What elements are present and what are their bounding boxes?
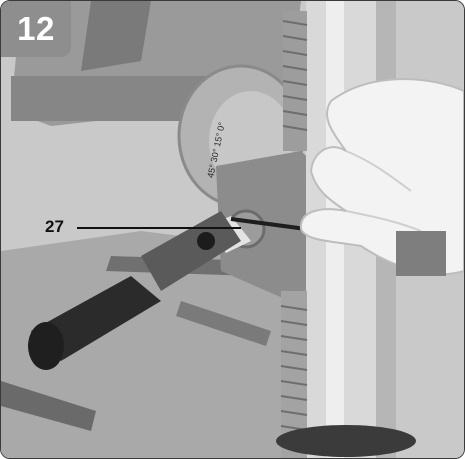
handle-grip-end [28, 322, 64, 370]
callout-leader-line [77, 227, 241, 229]
callout-label: 27 [45, 217, 64, 236]
handle-grip [31, 276, 161, 361]
scale-mark-0: 0° [215, 121, 227, 132]
base-slot-lower [1, 381, 96, 431]
handle-sleeve [141, 211, 241, 291]
right-bracket-block [396, 231, 446, 276]
base-plate [1, 231, 301, 458]
figure-number-badge: 12 [1, 1, 71, 57]
glove-finger-line-2 [345, 210, 422, 232]
scale-mark-45: 45° [205, 163, 218, 179]
column-base-ring [276, 425, 416, 457]
scale-mark-15: 15° [212, 132, 225, 148]
gloved-hand [299, 78, 464, 276]
hex-key [230, 217, 307, 231]
table-slot [81, 1, 151, 71]
figure-number: 12 [17, 10, 55, 47]
handle-sleeve-hole [197, 232, 215, 250]
glove-finger-line [345, 150, 412, 192]
base-slot-mid [176, 301, 271, 346]
scale-mark-30: 30° [209, 147, 222, 163]
